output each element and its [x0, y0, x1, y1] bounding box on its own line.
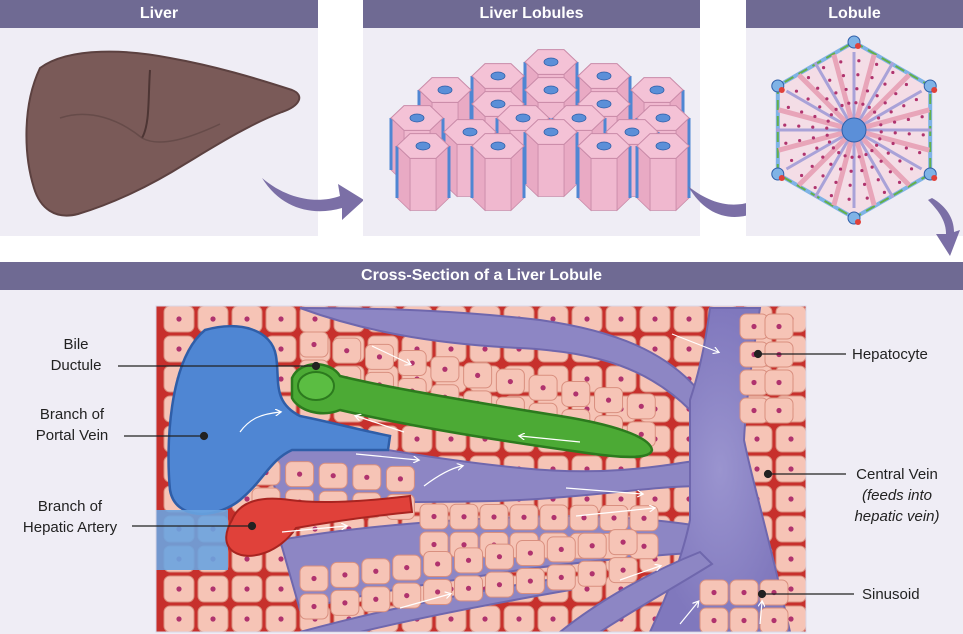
liver-lobules-title: Liver Lobules	[363, 0, 700, 28]
liver-panel: Liver	[0, 0, 318, 236]
label-central-vein-line1: Central Vein	[856, 466, 938, 483]
lobule-illustration	[771, 35, 938, 225]
lobule-title: Lobule	[746, 0, 963, 28]
label-bile-ductule-line2: Ductule	[50, 357, 102, 374]
cross-section-panel: Cross-Section of a Liver Lobule	[0, 262, 963, 634]
label-hepatic-artery-line2: Hepatic Artery	[22, 519, 118, 536]
label-leaders	[118, 349, 854, 599]
portal-vein-branch	[167, 325, 392, 516]
flow-arrow-3	[928, 198, 960, 256]
label-portal-vein-line2: Portal Vein	[35, 427, 109, 444]
liver-ridge	[141, 69, 151, 139]
liver-shape	[25, 50, 301, 217]
bile-ductule-bulb	[297, 371, 335, 401]
liver-illustration	[25, 50, 301, 217]
portal-vein-lumen	[156, 510, 228, 570]
cross-section-illustration	[118, 305, 854, 633]
hepatic-artery-branch	[225, 494, 414, 557]
liver-title: Liver	[0, 0, 318, 28]
liver-fold	[59, 113, 221, 143]
label-hepatocyte: Hepatocyte	[852, 346, 928, 363]
cross-section-title: Cross-Section of a Liver Lobule	[0, 262, 963, 290]
liver-lobules-panel: Liver Lobules	[363, 0, 700, 236]
label-bile-ductule-line1: Bile	[63, 336, 89, 353]
lobules-illustration	[389, 49, 691, 212]
lobule-prisms	[389, 49, 691, 212]
flow-arrow-1	[262, 178, 364, 220]
label-central-vein-note1: (feeds into	[861, 487, 933, 504]
label-central-vein: Central Vein (feeds into hepatic vein)	[840, 464, 954, 527]
label-hepatic-artery: Branch of Hepatic Artery	[10, 496, 130, 538]
lobule-panel: Lobule	[746, 0, 963, 236]
label-sinusoid: Sinusoid	[862, 586, 920, 603]
label-portal-vein: Branch of Portal Vein	[24, 404, 120, 446]
label-central-vein-note2: hepatic vein)	[854, 508, 940, 525]
lobule-hexagon	[771, 35, 938, 225]
label-hepatic-artery-line1: Branch of	[37, 498, 103, 515]
label-bile-ductule: Bile Ductule	[36, 334, 116, 376]
flow-arrows	[239, 333, 762, 625]
label-portal-vein-line1: Branch of	[39, 406, 105, 423]
